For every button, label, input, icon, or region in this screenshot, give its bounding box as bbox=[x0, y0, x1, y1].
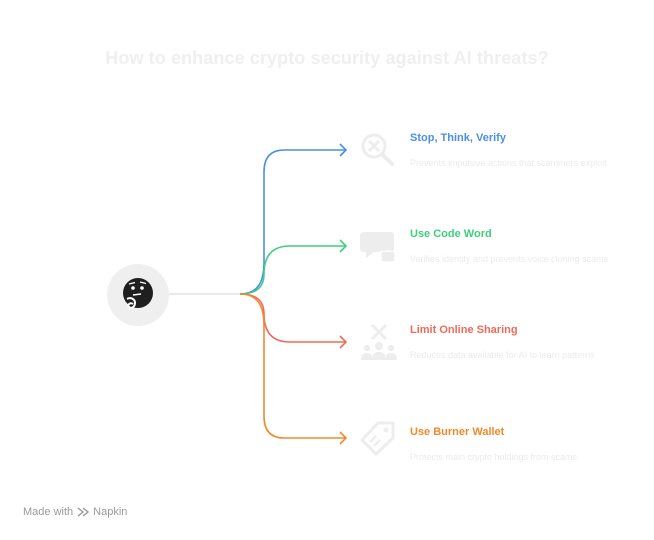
wallet-tag-icon bbox=[360, 421, 395, 456]
magnifier-x-icon bbox=[361, 133, 394, 166]
item-description-3: Reduces data available for AI to learn p… bbox=[410, 350, 595, 360]
branch-line-1 bbox=[239, 149, 346, 295]
made-with-label: Made with bbox=[23, 506, 74, 518]
thinking-face-icon bbox=[123, 278, 153, 309]
napkin-logo-icon bbox=[77, 507, 90, 517]
item-description-2: Verifies identity and prevents voice clo… bbox=[410, 254, 609, 264]
arrowhead-3 bbox=[339, 335, 348, 349]
branch-line-4 bbox=[239, 293, 346, 439]
item-description-1: Prevents impulsive actions that scammers… bbox=[410, 158, 607, 168]
arrowhead-1 bbox=[339, 143, 348, 157]
arrowhead-2 bbox=[339, 239, 348, 253]
arrowhead-4 bbox=[339, 431, 348, 445]
branch-line-2 bbox=[239, 245, 346, 295]
chat-lock-icon bbox=[360, 232, 396, 263]
people-x-icon bbox=[361, 323, 397, 360]
napkin-brand-label: Napkin bbox=[93, 506, 128, 518]
footer: Made with Napkin bbox=[23, 506, 127, 518]
item-title-2: Use Code Word bbox=[410, 228, 492, 240]
item-description-4: Protects main crypto holdings from scams bbox=[410, 452, 578, 462]
diagram-title: How to enhance crypto security against A… bbox=[105, 48, 549, 68]
item-title-1: Stop, Think, Verify bbox=[410, 132, 506, 144]
branch-line-3 bbox=[239, 293, 346, 343]
item-title-3: Limit Online Sharing bbox=[410, 324, 518, 336]
item-title-4: Use Burner Wallet bbox=[410, 426, 505, 438]
center-node bbox=[107, 264, 169, 326]
